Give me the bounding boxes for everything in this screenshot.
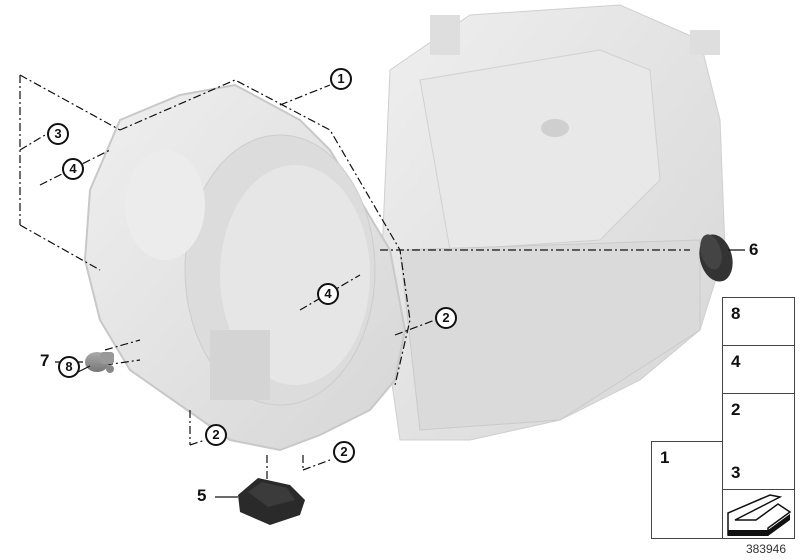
part-5-rubber-mount [215, 478, 305, 525]
callout-2: 2 [435, 307, 457, 329]
legend-panel-1: 1 [651, 441, 723, 539]
callout-1: 1 [330, 68, 352, 90]
callout-2: 2 [205, 424, 227, 446]
legend-number: 4 [731, 352, 741, 371]
label-5: 5 [197, 486, 207, 505]
legend-panel-arrow [722, 489, 795, 539]
callout-4: 4 [317, 283, 339, 305]
gearbox-body [379, 4, 726, 441]
bell-housing [83, 83, 407, 452]
callout-8: 8 [58, 356, 80, 378]
image-number: 383946 [745, 542, 786, 556]
legend-panel-4: 4 [722, 345, 795, 394]
legend-number: 2 [731, 400, 741, 419]
part-7-sensor [55, 352, 114, 373]
callout-3: 3 [47, 123, 69, 145]
part-6-cover-cap [699, 234, 745, 282]
legend-panel-2-3: 2 3 [722, 393, 795, 490]
callout-4: 4 [62, 158, 84, 180]
callout-2: 2 [333, 441, 355, 463]
legend-number: 3 [731, 463, 741, 482]
leader-lines [19, 74, 690, 500]
legend-panel-8: 8 [722, 297, 795, 346]
legend-number: 8 [731, 304, 741, 323]
label-6: 6 [749, 240, 759, 259]
legend-number: 1 [660, 448, 670, 467]
label-7: 7 [40, 351, 50, 370]
